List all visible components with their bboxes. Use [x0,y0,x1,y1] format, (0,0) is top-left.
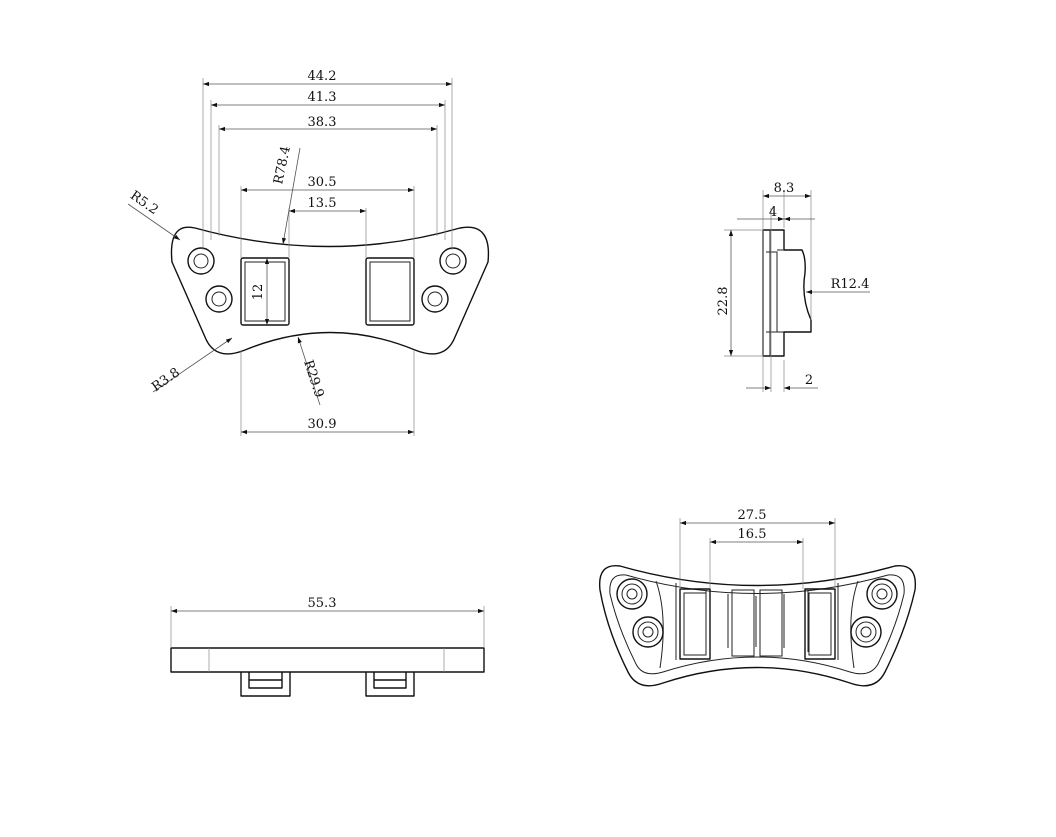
rear-boss-left-bottom-hole [642,626,654,638]
rear-boss-right-top [866,578,898,610]
rear-boss-left-top-mid [621,583,643,605]
plate-body [170,647,485,673]
rear-slot-right-inner [808,592,832,656]
leader-r5-2 [127,203,181,241]
clip-left [240,672,291,697]
rear-rib-pocket-2 [759,589,783,657]
dim-27-5: 27.5 [738,508,767,523]
rear-boss-right-bottom-hole [860,626,872,638]
dim-44-2: 44.2 [308,69,337,84]
side-view-inner-lines [766,230,784,356]
dim-r3-8: R3.8 [149,365,183,395]
clip-right [365,672,415,697]
mount-hole-outer-left-bottom [205,285,233,313]
rear-extension-lines [679,518,836,589]
rear-boss-left-top-hole [626,588,638,600]
dim-41-3: 41.3 [308,90,337,105]
rear-slot-left [679,588,711,660]
rear-slot-right [804,588,836,660]
rear-boss-left-bottom [632,616,664,648]
mount-hole-inner-right-top [445,253,461,269]
dim-22-8: 22.8 [716,287,731,316]
rear-boss-right-bottom [850,616,882,648]
side-view-body [762,229,812,357]
dim-16-5: 16.5 [738,527,767,542]
dim-30-9: 30.9 [308,417,337,432]
dim-4: 4 [769,205,777,220]
bottom-view: 55.3 [170,596,485,697]
rear-boss-right-top-hole [876,588,888,600]
mount-hole-inner-left-top [193,253,209,269]
leader-r29-9 [297,336,321,406]
mount-hole-outer-right-bottom [421,285,449,313]
dim-38-3: 38.3 [308,115,337,130]
rear-boss-left-bottom-mid [637,621,659,643]
dim-13-5: 13.5 [308,196,337,211]
leader-r78-4 [281,147,301,245]
rear-view: 27.5 16.5 [598,508,917,687]
front-view-outline [170,226,490,355]
side-view: 8.3 4 22.8 2 R12.4 [716,181,870,392]
mount-hole-outer-left-top [187,247,215,275]
dim-r12-4: R12.4 [831,277,870,292]
rear-view-inner-outline [609,574,905,675]
leader-r3-8 [152,337,233,393]
front-view: 44.2 41.3 38.3 30.5 13.5 30.9 12 R78.4 R… [127,69,490,436]
front-extension-lines [202,78,453,436]
dim-r29-9: R29.9 [300,358,326,399]
slot-right-inner [369,261,411,322]
dim-12: 12 [251,284,266,301]
side-extension-lines [724,190,812,392]
mount-hole-outer-right-top [439,247,467,275]
dim-55-3: 55.3 [308,596,337,611]
rear-slot-left-inner [683,592,707,656]
mount-hole-inner-left-bottom [211,291,227,307]
dim-r5-2: R5.2 [127,188,161,218]
rear-boss-right-top-mid [871,583,893,605]
rear-rib-pocket-1 [731,589,755,657]
rear-view-outline [598,565,917,687]
dim-30-5: 30.5 [308,175,337,190]
dim-8-3: 8.3 [774,181,795,196]
rear-boss-left-top [616,578,648,610]
dim-r78-4: R78.4 [271,145,294,186]
mount-hole-inner-right-bottom [427,291,443,307]
rear-boss-right-bottom-mid [855,621,877,643]
dim-2: 2 [805,373,813,388]
slot-right [365,257,415,326]
bottom-extension-lines [170,606,485,648]
